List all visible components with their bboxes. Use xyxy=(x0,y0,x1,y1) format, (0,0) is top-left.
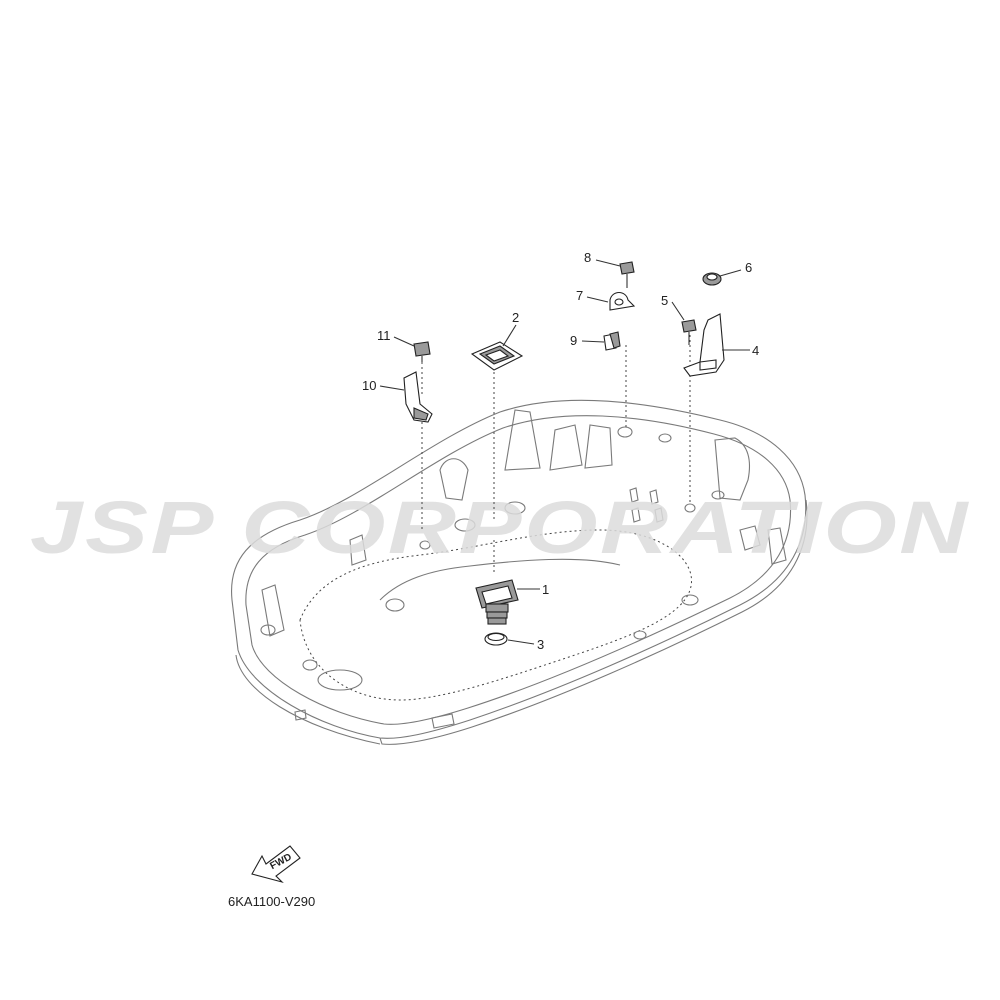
alignment-lines xyxy=(421,335,691,575)
part-7-clamp xyxy=(609,291,636,311)
part-8-bolt xyxy=(619,261,635,288)
fwd-arrow-icon: FWD xyxy=(251,845,301,884)
part-10-plate xyxy=(403,371,433,423)
part-3-clip xyxy=(484,632,508,646)
watermark: JSP CORPORATION xyxy=(30,486,970,569)
part-2-seal xyxy=(470,341,524,371)
part-11-bolt xyxy=(413,341,431,362)
callout-7: 7 xyxy=(576,288,583,303)
part-1-grommet xyxy=(475,579,519,625)
callout-8: 8 xyxy=(584,250,591,265)
callout-labels: 1 2 3 4 5 6 7 8 9 10 11 xyxy=(362,250,759,652)
callout-11: 11 xyxy=(377,328,391,343)
part-9-block xyxy=(603,331,621,351)
callout-2: 2 xyxy=(512,310,519,325)
callout-leaders xyxy=(379,259,750,645)
part-4-bracket xyxy=(683,313,725,377)
callout-10: 10 xyxy=(362,378,376,393)
diagram-code: 6KA1100-V290 xyxy=(228,894,315,909)
callout-9: 9 xyxy=(570,333,577,348)
callout-1: 1 xyxy=(542,582,549,597)
part-6-cap xyxy=(702,272,722,286)
callout-5: 5 xyxy=(661,293,668,308)
callout-6: 6 xyxy=(745,260,752,275)
callout-4: 4 xyxy=(752,343,759,358)
callout-3: 3 xyxy=(537,637,544,652)
part-5-bolt xyxy=(681,319,697,345)
bottom-cowling xyxy=(230,399,808,745)
